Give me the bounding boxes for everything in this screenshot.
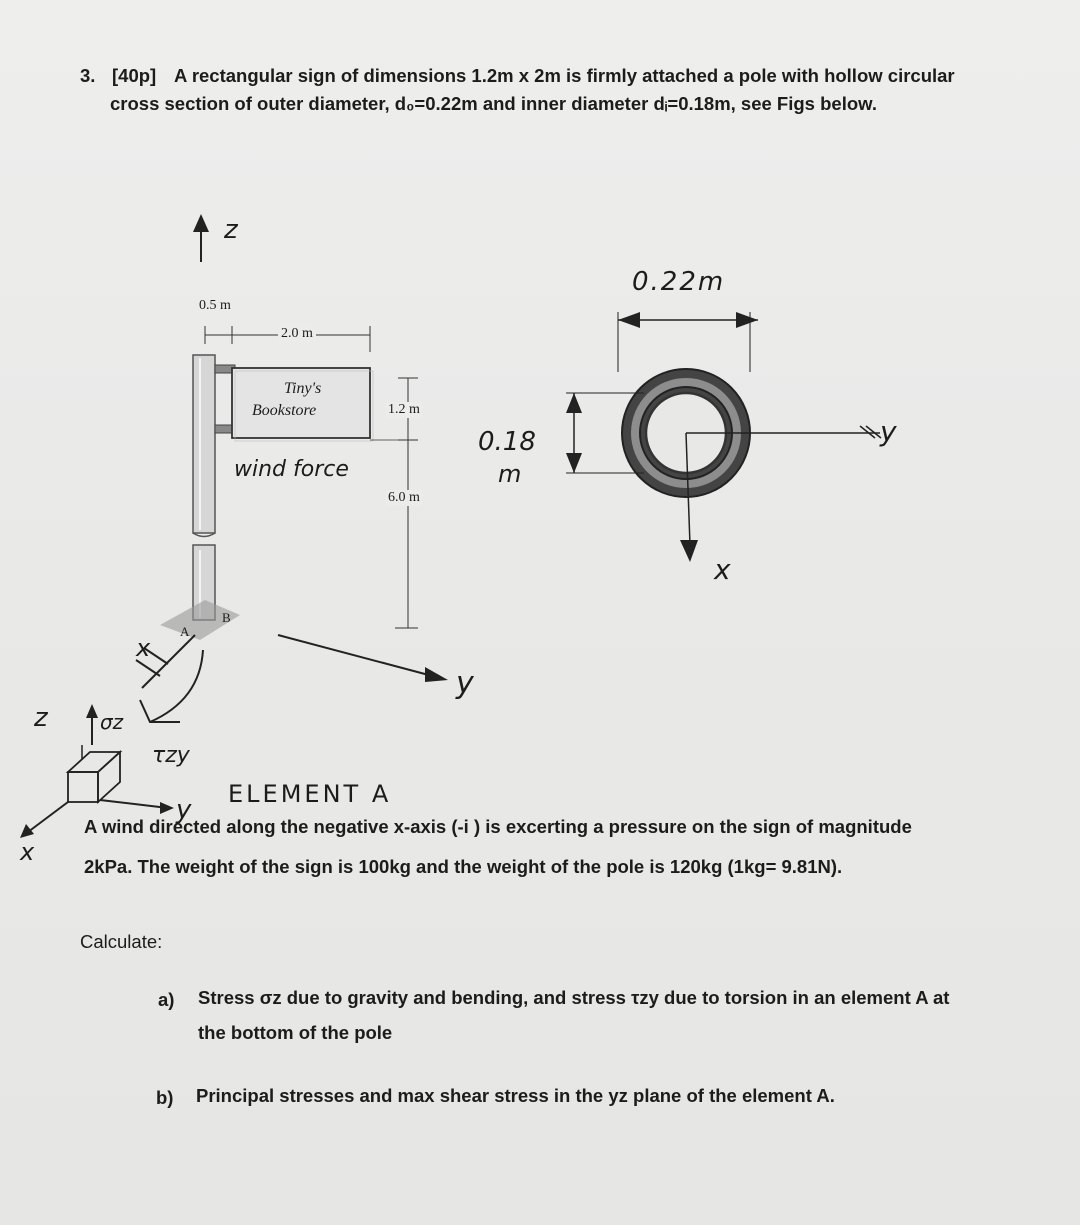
element-y-axis (99, 799, 169, 809)
hand-element-a-label: ELEMENT A (228, 780, 392, 808)
hand-section-y-label: y (880, 415, 897, 448)
dim-0-5-label: 0.5 m (199, 298, 231, 313)
question-a-line-2: the bottom of the pole (198, 1022, 393, 1043)
y-axis-line (277, 634, 441, 679)
hand-elem-y-label: y (176, 795, 192, 825)
dim-2-0-label: 2.0 m (278, 326, 316, 342)
hand-z-axis-label: z (224, 215, 238, 245)
hand-inner-dia-unit: m (498, 460, 522, 488)
element-x-axis (27, 801, 69, 833)
statement-line-1: A wind directed along the negative x-axi… (84, 816, 912, 837)
statement-line-2: 2kPa. The weight of the sign is 100kg an… (84, 856, 843, 877)
point-a-label: A (180, 624, 190, 639)
hand-elem-x-label: x (20, 838, 35, 866)
element-swoosh (149, 649, 204, 723)
ground-shadow (160, 600, 240, 640)
hand-elem-tau-label: τzy (152, 743, 190, 768)
z-axis-arrowhead (193, 214, 209, 232)
sign-text-line-1: Tiny's (284, 380, 322, 397)
hand-outer-dia-label: 0.22m (632, 267, 726, 297)
question-a-line-1: Stress σz due to gravity and bending, an… (198, 987, 950, 1008)
hand-elem-z-label: z (34, 703, 48, 733)
hand-x-axis-label: x (136, 634, 151, 662)
question-b-label: b) (156, 1087, 174, 1108)
hand-inner-dia-number: 0.18 (478, 427, 536, 457)
dim-1-2-label: 1.2 m (386, 402, 422, 418)
problem-line-1: A rectangular sign of dimensions 1.2m x … (174, 65, 955, 86)
dim-6-0-label: 6.0 m (386, 490, 422, 506)
question-b-line-1: Principal stresses and max shear stress … (196, 1085, 835, 1106)
x-axis-line (141, 634, 196, 689)
point-b-label: B (222, 610, 231, 625)
section-x-axis (685, 432, 691, 546)
sign-text-line-2: Bookstore (252, 402, 317, 419)
problem-line-2: cross section of outer diameter, d₀=0.22… (110, 93, 877, 114)
problem-number: 3. (80, 65, 96, 86)
problem-points: [40p] (112, 65, 157, 86)
element-cube (65, 745, 123, 805)
question-a-label: a) (158, 989, 175, 1010)
hand-y-axis-label: y (456, 666, 474, 701)
pole-upper (192, 354, 216, 534)
hand-wind-force-label: wind force (234, 457, 349, 482)
hand-section-x-label: x (714, 553, 731, 586)
y-axis-arrowhead (425, 667, 448, 682)
sign-board (231, 367, 371, 439)
hand-elem-sigma-label: σz (100, 710, 124, 734)
calculate-label: Calculate: (80, 931, 163, 952)
pole-break (192, 532, 216, 538)
